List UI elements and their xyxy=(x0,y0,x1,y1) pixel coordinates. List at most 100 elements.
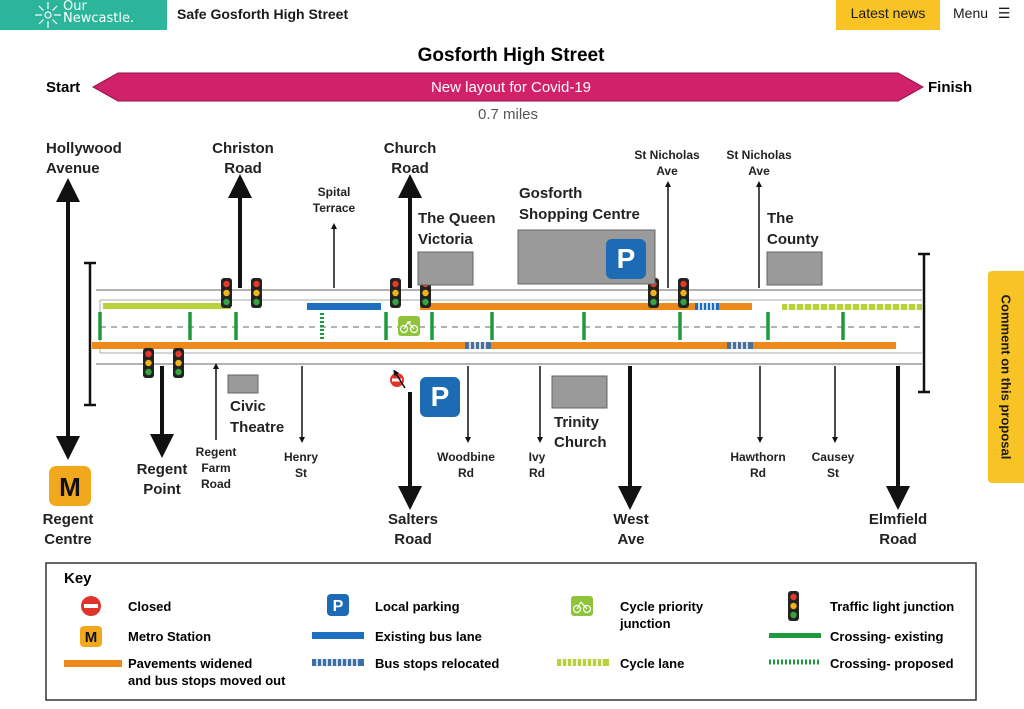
church-road-label-1: Church xyxy=(384,140,437,157)
regent-farm-road-label-1: Regent xyxy=(196,445,237,459)
bus-lane xyxy=(307,303,381,310)
regent-farm-road-label-3: Road xyxy=(201,477,231,491)
svg-text:P: P xyxy=(431,381,450,412)
cycle-lane-right-stripes xyxy=(787,304,917,310)
map-key: Key Closed M Metro Station Pavements wid… xyxy=(45,562,977,701)
finish-label: Finish xyxy=(928,79,972,96)
metro-icon: M xyxy=(80,626,102,647)
traffic-light-icon xyxy=(143,348,154,378)
start-label: Start xyxy=(46,79,80,96)
regent-point-label-1: Regent xyxy=(137,461,188,478)
road xyxy=(84,252,930,407)
svg-text:M: M xyxy=(59,472,81,502)
latest-news-button[interactable]: Latest news xyxy=(836,0,940,30)
pavement-widened-bottom xyxy=(92,342,896,349)
key-local-parking: Local parking xyxy=(375,599,460,614)
hawthorn-rd-label-1: Hawthorn xyxy=(730,450,785,464)
county-building xyxy=(766,251,823,286)
christon-road-label-2: Road xyxy=(224,160,262,177)
key-metro: Metro Station xyxy=(128,629,211,644)
key-pavements-2: and bus stops moved out xyxy=(128,673,286,688)
key-pavements-1: Pavements widened xyxy=(128,656,252,671)
civic-theatre-label-2: Theatre xyxy=(230,419,284,436)
queen-victoria-building xyxy=(417,251,474,286)
pavement-widened-top xyxy=(420,303,752,310)
parking-icon: P xyxy=(420,377,460,417)
elmfield-road-label-1: Elmfield xyxy=(869,511,927,528)
key-closed: Closed xyxy=(128,599,171,614)
svg-text:P: P xyxy=(617,243,636,274)
bus-stop-relocated-bottom-2 xyxy=(727,342,753,349)
comment-proposal-label: Comment on this proposal xyxy=(998,294,1014,460)
st-nicholas-ave-1-label-1: St Nicholas xyxy=(634,148,700,162)
ivy-rd-label-2: Rd xyxy=(529,466,545,480)
crossings-existing xyxy=(98,312,845,340)
trinity-church-building xyxy=(551,375,608,409)
key-pavement-swatch xyxy=(64,660,122,667)
site-logo[interactable]: Our Newcastle. xyxy=(0,0,167,30)
high-street-map: Gosforth High Street New layout for Covi… xyxy=(43,45,977,701)
key-crossing-proposed: Crossing- proposed xyxy=(830,656,954,671)
spital-terrace-label-2: Terrace xyxy=(313,201,356,215)
civic-theatre-label-1: Civic xyxy=(230,398,266,415)
traffic-light-icon xyxy=(788,591,799,621)
trinity-church-label-1: Trinity xyxy=(554,414,600,431)
cycle-lane-left xyxy=(103,303,231,309)
bus-stop-top-stripes xyxy=(698,303,716,310)
key-traffic-light: Traffic light junction xyxy=(830,599,954,614)
ivy-rd-label-1: Ivy xyxy=(529,450,546,464)
west-ave-label-1: West xyxy=(613,511,649,528)
key-bus-lane-swatch xyxy=(312,632,364,639)
woodbine-rd-label-2: Rd xyxy=(458,466,474,480)
menu-button[interactable]: Menu ☰ xyxy=(953,5,1010,22)
regent-point-label-2: Point xyxy=(143,481,181,498)
svg-text:P: P xyxy=(333,598,344,615)
traffic-light-icon xyxy=(221,278,232,308)
henry-st-label-1: Henry xyxy=(284,450,318,464)
key-title: Key xyxy=(64,570,92,587)
spital-terrace-label-1: Spital xyxy=(318,185,351,199)
parking-icon: P xyxy=(327,594,349,616)
church-road-label-2: Road xyxy=(391,160,429,177)
hollywood-avenue-label-2: Avenue xyxy=(46,160,100,177)
hollywood-avenue-label-1: Hollywood xyxy=(46,140,122,157)
christon-road-label-1: Christon xyxy=(212,140,274,157)
covid-banner-text: New layout for Covid-19 xyxy=(431,79,591,96)
regent-centre-label-2: Centre xyxy=(44,531,92,548)
key-cycle-priority-2: junction xyxy=(619,616,671,631)
hawthorn-rd-label-2: Rd xyxy=(750,466,766,480)
key-bus-stops-swatch xyxy=(312,659,364,666)
key-bus-lane: Existing bus lane xyxy=(375,629,482,644)
key-cycle-lane-swatch xyxy=(557,659,609,666)
logo-text: Our Newcastle. xyxy=(63,0,135,26)
sun-logo-icon xyxy=(35,2,61,28)
traffic-light-icon xyxy=(678,278,689,308)
menu-label: Menu xyxy=(953,5,989,21)
site-title[interactable]: Safe Gosforth High Street xyxy=(177,6,349,22)
salters-road-label-2: Road xyxy=(394,531,432,548)
trinity-church-label-2: Church xyxy=(554,434,607,451)
shopping-centre-label-2: Shopping Centre xyxy=(519,206,640,223)
traffic-light-icon xyxy=(173,348,184,378)
svg-text:M: M xyxy=(85,629,98,646)
comment-proposal-tab[interactable]: Comment on this proposal xyxy=(988,271,1024,483)
cycle-priority-junction xyxy=(398,316,420,336)
metro-icon: M xyxy=(49,466,91,506)
regent-farm-road-label-2: Farm xyxy=(201,461,230,475)
regent-centre-label-1: Regent xyxy=(43,511,94,528)
key-cycle-priority-1: Cycle priority xyxy=(620,599,704,614)
parking-icon: P xyxy=(606,239,646,279)
map-title: Gosforth High Street xyxy=(418,45,606,66)
street-labels: Hollywood Avenue Christon Road Spital Te… xyxy=(43,140,928,548)
salters-road-label-1: Salters xyxy=(388,511,438,528)
queen-victoria-label-1: The Queen xyxy=(418,210,496,227)
closed-icon xyxy=(390,373,404,387)
key-cycle-lane: Cycle lane xyxy=(620,656,684,671)
shopping-centre-label-1: Gosforth xyxy=(519,185,582,202)
west-ave-label-2: Ave xyxy=(618,531,645,548)
queen-victoria-label-2: Victoria xyxy=(418,231,473,248)
civic-theatre-building xyxy=(227,374,259,394)
st-nicholas-ave-2-label-2: Ave xyxy=(748,164,770,178)
logo-line-2: Newcastle. xyxy=(63,11,135,26)
cycle-icon xyxy=(571,596,593,616)
